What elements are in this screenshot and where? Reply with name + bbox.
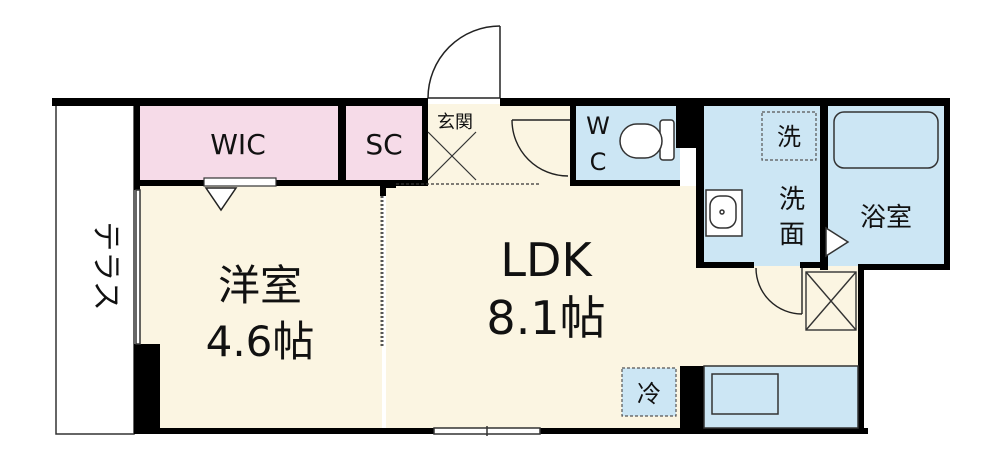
fridge-space — [621, 367, 677, 417]
yoshitsu-size: 4.6帖 — [206, 317, 315, 366]
ldk-size: 8.1帖 — [486, 291, 605, 345]
wic-label: WIC — [210, 128, 266, 161]
wc-label-w: W — [586, 112, 610, 140]
wic-room — [138, 104, 338, 180]
wc-label-c: C — [590, 148, 607, 176]
fridge-label: 冷 — [637, 380, 661, 408]
senmen-door — [755, 267, 803, 315]
washer-space — [761, 111, 817, 161]
sc-label: SC — [365, 128, 402, 161]
bath-label: 浴室 — [860, 203, 912, 233]
yoshitsu-room — [138, 186, 382, 430]
kitchen-counter — [703, 365, 859, 429]
wic-door-marker — [204, 187, 238, 212]
sink-icon — [705, 189, 743, 237]
terrace-label: テラス — [88, 221, 123, 310]
genkan-label: 玄関 — [437, 112, 473, 133]
yoshitsu-name: 洋室 — [218, 261, 302, 310]
storage-box — [805, 271, 857, 331]
toilet-icon — [619, 119, 675, 161]
genkan-step — [396, 131, 540, 185]
wic-door — [203, 177, 277, 187]
senmen-label-2: 面 — [779, 220, 805, 250]
sc-room — [346, 104, 422, 180]
ldk-name: LDK — [500, 233, 593, 287]
walls — [52, 98, 950, 434]
window-terrace — [135, 189, 141, 345]
senmen-room — [704, 104, 822, 266]
window-bottom — [433, 426, 541, 436]
wc-door — [511, 119, 570, 177]
bathtub-icon — [833, 111, 939, 169]
senmen-label-1: 洗 — [779, 185, 805, 215]
entrance-door — [427, 25, 501, 99]
senmen-door-marker — [825, 226, 850, 258]
washer-label: 洗 — [777, 123, 801, 151]
terrace — [55, 103, 135, 435]
